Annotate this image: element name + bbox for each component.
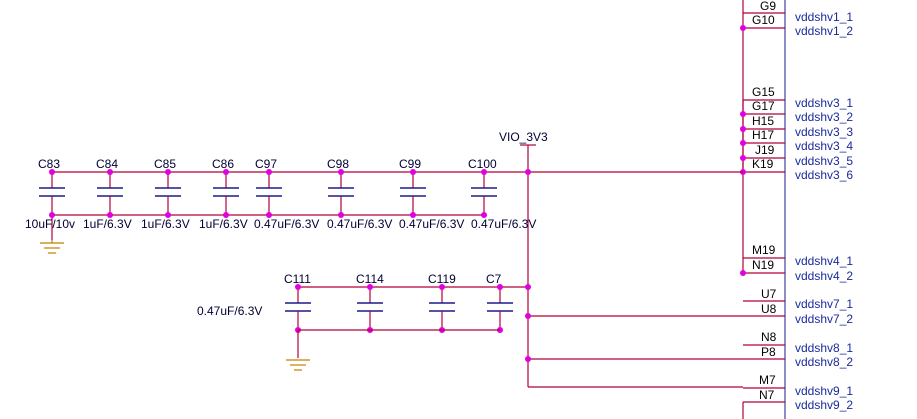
cap-junction-top — [266, 169, 272, 175]
cap-value-label: 0.47uF/6.3V — [471, 217, 536, 231]
top-capacitor: C83 10uF/10v — [25, 157, 75, 231]
pin-label-n8: N8 — [761, 330, 777, 344]
cap-junction-top — [410, 169, 416, 175]
ground-symbol-top — [40, 240, 64, 254]
cap-ref-label: C100 — [468, 157, 497, 171]
top-capacitor: C84 1uF/6.3V — [83, 157, 132, 231]
net-label-vddshv3-3: vddshv3_3 — [795, 125, 853, 139]
top-capacitor-group: C83 10uF/10v C84 1uF/6.3V C85 1uF/6.3V C86 1uF/… — [25, 157, 536, 231]
pin-label-g17: G17 — [752, 99, 775, 113]
pin-label-h15: H15 — [752, 114, 774, 128]
cap-junction-bottom — [223, 212, 229, 218]
cap-junction-top — [497, 284, 503, 290]
cap-junction-bottom — [165, 212, 171, 218]
cap-junction-top — [439, 284, 445, 290]
cap-junction-top — [49, 169, 55, 175]
net-label-vddshv3-5: vddshv3_5 — [795, 154, 853, 168]
bottom-capacitor: C119 — [428, 272, 456, 333]
bottom-capacitor-group: C111 C114 C119 C7 — [284, 272, 513, 333]
bottom-cap-value-label: 0.47uF/6.3V — [197, 304, 262, 318]
pin-label-k19: K19 — [752, 157, 774, 171]
cap-ref-label: C114 — [356, 272, 384, 286]
cap-junction-top — [338, 169, 344, 175]
cap-ref-label: C83 — [38, 157, 60, 171]
cap-junction-bottom — [410, 212, 416, 218]
net-label-vddshv3-6: vddshv3_6 — [795, 168, 853, 182]
ic-junctions — [740, 25, 746, 276]
pin-label-j19: J19 — [755, 143, 775, 157]
net-label-vddshv9-2: vddshv9_2 — [795, 398, 853, 412]
cap-value-label: 0.47uF/6.3V — [327, 217, 392, 231]
cap-ref-label: C85 — [154, 157, 176, 171]
pin-label-u7: U7 — [761, 287, 777, 301]
cap-junction-bottom — [338, 212, 344, 218]
top-capacitor: C100 0.47uF/6.3V — [468, 157, 536, 231]
power-net-junctions — [525, 169, 531, 362]
net-label-vddshv9-1: vddshv9_1 — [795, 384, 853, 398]
top-capacitor: C97 0.47uF/6.3V — [254, 157, 319, 231]
top-capacitor: C99 0.47uF/6.3V — [399, 157, 464, 231]
power-net — [52, 144, 743, 388]
cap-value-label: 10uF/10v — [25, 217, 75, 231]
pin-label-g9: G9 — [760, 0, 776, 13]
net-label-vddshv3-4: vddshv3_4 — [795, 139, 853, 153]
net-label-vddshv7-2: vddshv7_2 — [795, 312, 853, 326]
ic-pin-labels: G9 G10 G15 G17 H15 H17 J19 K19 M19 N19 U… — [752, 0, 777, 402]
cap-junction-top — [367, 284, 373, 290]
ic-net-labels: vddshv1_1 vddshv1_2 vddshv3_1 vddshv3_2 … — [795, 10, 853, 412]
cap-ref-label: C111 — [284, 272, 311, 286]
cap-junction-top — [481, 169, 487, 175]
pin-label-m7: M7 — [759, 373, 776, 387]
cap-ref-label: C97 — [255, 157, 277, 171]
cap-ref-label: C86 — [212, 157, 234, 171]
cap-ref-label: C119 — [428, 272, 456, 286]
net-label-vddshv8-1: vddshv8_1 — [795, 341, 853, 355]
power-net-label: VIO_3V3 — [499, 130, 548, 144]
net-label-vddshv4-2: vddshv4_2 — [795, 269, 853, 283]
net-label-vddshv3-1: vddshv3_1 — [795, 96, 853, 110]
cap-junction-top — [295, 284, 301, 290]
cap-value-label: 1uF/6.3V — [83, 217, 132, 231]
cap-junction-bottom — [49, 212, 55, 218]
pin-label-u8: U8 — [761, 302, 777, 316]
bottom-cap-wiring — [297, 329, 500, 358]
ic-pin-lines — [742, 0, 785, 419]
pin-label-h17: H17 — [752, 128, 774, 142]
net-label-vddshv3-2: vddshv3_2 — [795, 110, 853, 124]
cap-junction-bottom — [266, 212, 272, 218]
top-capacitor: C85 1uF/6.3V — [141, 157, 190, 231]
cap-ref-label: C84 — [96, 157, 118, 171]
cap-value-label: 0.47uF/6.3V — [254, 217, 319, 231]
cap-junction-top — [107, 169, 113, 175]
bottom-capacitor: C7 — [486, 272, 513, 333]
ground-symbol-bottom — [286, 359, 310, 371]
pin-label-g15: G15 — [752, 85, 775, 99]
net-label-vddshv1-2: vddshv1_2 — [795, 24, 853, 38]
pin-label-g10: G10 — [752, 13, 775, 27]
pin-label-p8: P8 — [761, 345, 776, 359]
bottom-capacitor: C111 — [284, 272, 311, 333]
cap-value-label: 1uF/6.3V — [141, 217, 190, 231]
cap-ref-label: C99 — [399, 157, 421, 171]
top-capacitor: C86 1uF/6.3V — [199, 157, 248, 231]
cap-value-label: 1uF/6.3V — [199, 217, 248, 231]
pin-label-n19: N19 — [752, 258, 774, 272]
cap-junction-top — [165, 169, 171, 175]
bottom-capacitor: C114 — [356, 272, 384, 333]
cap-value-label: 0.47uF/6.3V — [399, 217, 464, 231]
cap-junction-bottom — [107, 212, 113, 218]
pin-label-m19: M19 — [752, 243, 776, 257]
cap-ref-label: C98 — [327, 157, 349, 171]
net-label-vddshv1-1: vddshv1_1 — [795, 10, 853, 24]
net-label-vddshv4-1: vddshv4_1 — [795, 254, 853, 268]
net-label-vddshv7-1: vddshv7_1 — [795, 297, 853, 311]
cap-junction-top — [223, 169, 229, 175]
cap-ref-label: C7 — [486, 272, 502, 286]
cap-junction-bottom — [481, 212, 487, 218]
top-capacitor: C98 0.47uF/6.3V — [327, 157, 392, 231]
pin-label-n7: N7 — [759, 388, 775, 402]
net-label-vddshv8-2: vddshv8_2 — [795, 355, 853, 369]
